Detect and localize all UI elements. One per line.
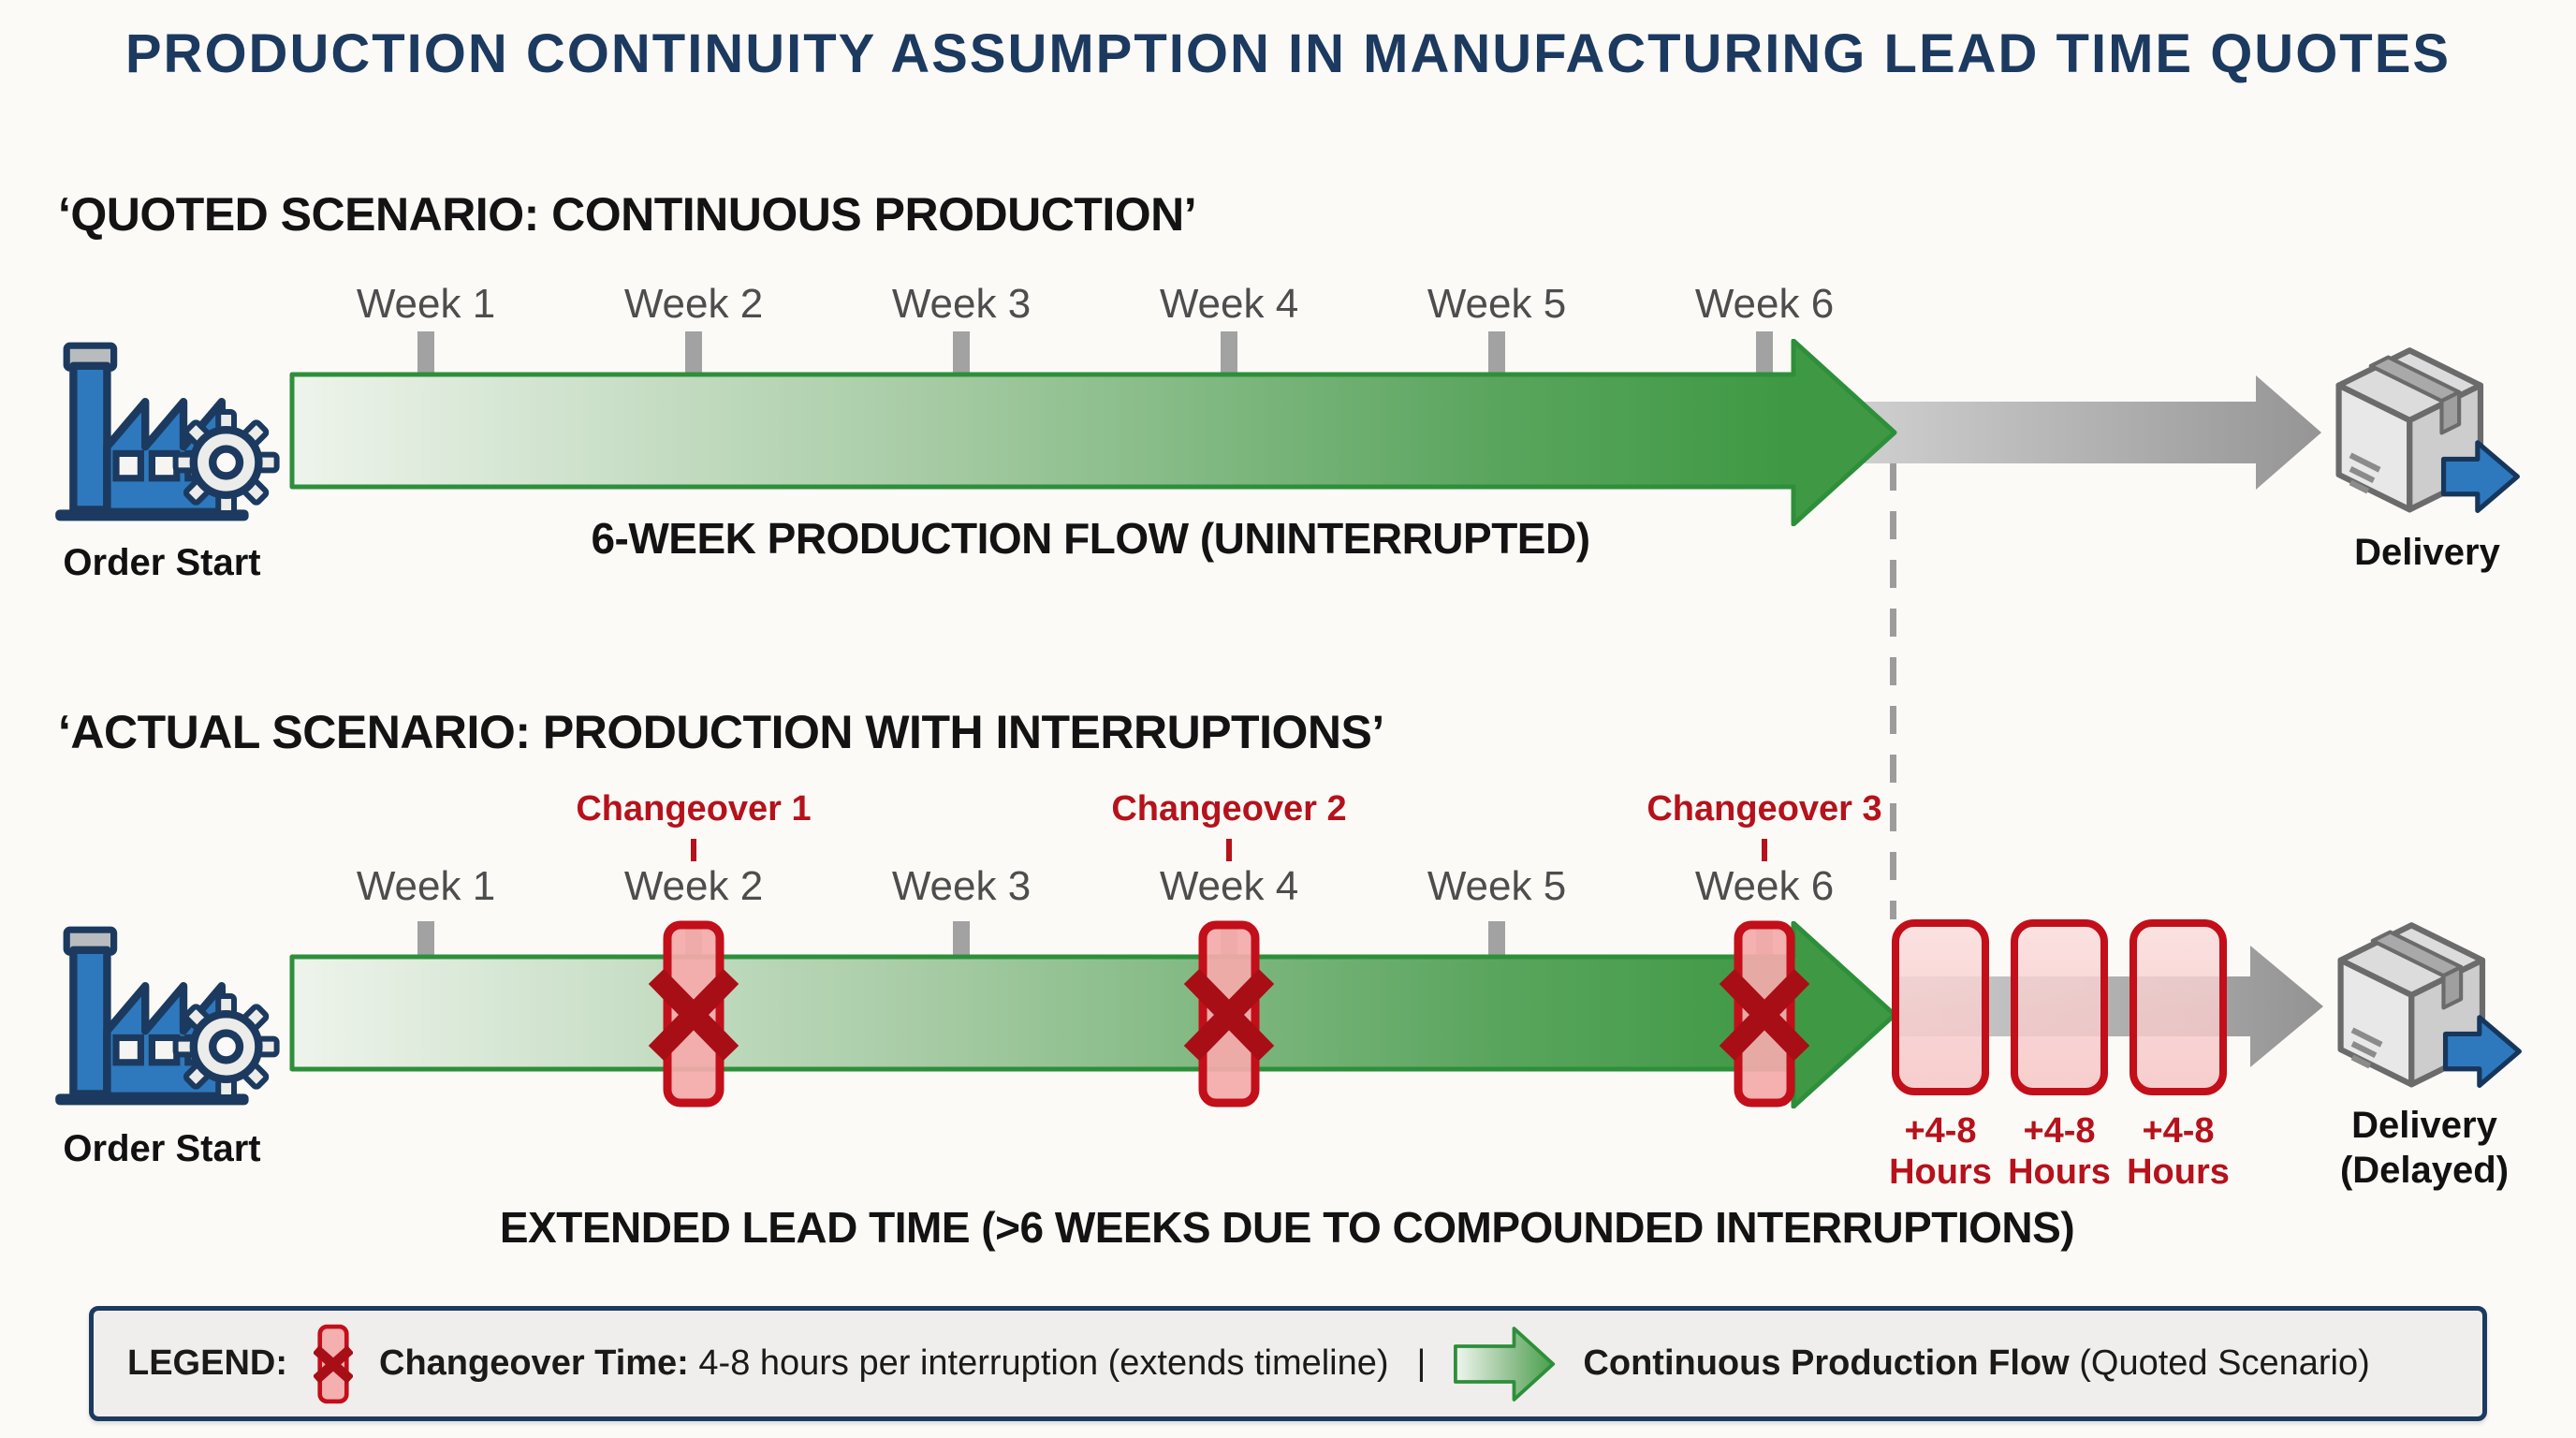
legend-changeover-entry: Changeover Time: 4-8 hours per interrupt… (379, 1343, 1389, 1384)
changeover-tick (691, 839, 696, 861)
week-tick (1488, 331, 1505, 374)
legend-changeover-desc: 4-8 hours per interruption (extends time… (688, 1343, 1389, 1383)
week-label: Week 6 (1694, 863, 1835, 909)
changeover-label: Changeover 2 (1111, 789, 1347, 829)
delivery-label: Delivery (2354, 532, 2500, 573)
week-label: Week 4 (1159, 863, 1299, 909)
delivery-delayed-line1: Delivery (2351, 1105, 2497, 1146)
week-tick (953, 331, 970, 374)
legend-label: LEGEND: (127, 1343, 287, 1383)
gray-delay-arrow-icon (1895, 946, 2323, 1067)
week-tick (1756, 331, 1773, 374)
delay-label: +4-8 Hours (2108, 1110, 2248, 1193)
delay-block (2011, 919, 2108, 1095)
package-delivery-icon (2335, 347, 2520, 513)
delay-label-line2: Hours (2008, 1152, 2111, 1192)
green-flow-arrow-icon (1454, 1326, 1556, 1401)
changeover-label: Changeover 3 (1647, 789, 1882, 829)
week-tick (1221, 331, 1237, 374)
green-flow-arrow-icon (289, 921, 1897, 1108)
delay-label-line1: +4-8 (1904, 1111, 1977, 1151)
actual-scenario-heading: ‘ACTUAL SCENARIO: PRODUCTION WITH INTERR… (58, 706, 1384, 758)
week-label: Week 1 (356, 863, 496, 909)
week-tick (417, 921, 434, 957)
week-tick (1488, 921, 1505, 957)
changeover-tick (1226, 839, 1232, 861)
legend-flow-term: Continuous Production Flow (1583, 1343, 2070, 1383)
delay-block (2130, 919, 2227, 1095)
changeover-x-marker-icon (1719, 920, 1810, 1108)
week-label: Week 3 (891, 281, 1032, 327)
delay-label-line2: Hours (1889, 1152, 1992, 1192)
delay-label: +4-8 Hours (1989, 1110, 2130, 1193)
gray-delay-arrow-icon (1837, 375, 2321, 490)
delay-label-line2: Hours (2127, 1152, 2230, 1192)
quoted-delivery-dashed-line (1890, 462, 1896, 919)
changeover-x-marker-icon (314, 1324, 353, 1403)
delay-label: +4-8 Hours (1870, 1110, 2011, 1193)
legend-changeover-term: Changeover Time: (379, 1343, 689, 1383)
factory-icon (55, 342, 280, 521)
week-label: Week 5 (1427, 863, 1567, 909)
right-arrow-icon (2442, 1015, 2522, 1088)
week-tick (685, 331, 702, 374)
changeover-tick (1762, 839, 1767, 861)
week-tick (417, 331, 434, 374)
week-label: Week 3 (891, 863, 1032, 909)
week-label: Week 5 (1427, 281, 1567, 327)
changeover-label: Changeover 1 (576, 789, 812, 829)
factory-icon (55, 926, 280, 1106)
week-label: Week 2 (623, 863, 764, 909)
week-label: Week 4 (1159, 281, 1299, 327)
actual-caption: EXTENDED LEAD TIME (>6 WEEKS DUE TO COMP… (499, 1203, 2075, 1252)
quoted-caption: 6-WEEK PRODUCTION FLOW (UNINTERRUPTED) (591, 514, 1590, 563)
delay-label-line1: +4-8 (2142, 1111, 2215, 1151)
legend-separator: | (1416, 1343, 1427, 1383)
right-arrow-icon (2440, 440, 2520, 513)
changeover-x-marker-icon (648, 920, 739, 1108)
order-start-label: Order Start (63, 1128, 261, 1169)
delivery-delayed-label: Delivery (Delayed) (2293, 1103, 2555, 1193)
delay-label-line1: +4-8 (2023, 1111, 2096, 1151)
delivery-delayed-line2: (Delayed) (2339, 1150, 2510, 1191)
week-label: Week 2 (623, 281, 764, 327)
legend: LEGEND: Changeover Time: 4-8 hours per i… (89, 1306, 2487, 1421)
week-tick (953, 921, 970, 957)
delay-block (1892, 919, 1989, 1095)
changeover-x-marker-icon (1183, 920, 1275, 1108)
quoted-scenario-heading: ‘QUOTED SCENARIO: CONTINUOUS PRODUCTION’ (58, 188, 1197, 241)
week-label: Week 6 (1694, 281, 1835, 327)
legend-flow-desc: (Quoted Scenario) (2069, 1343, 2370, 1383)
gear-icon (172, 409, 280, 516)
legend-flow-entry: Continuous Production Flow (Quoted Scena… (1583, 1343, 2369, 1384)
page-title: PRODUCTION CONTINUITY ASSUMPTION IN MANU… (124, 23, 2452, 84)
green-flow-arrow-icon (289, 339, 1897, 526)
gear-icon (172, 993, 280, 1100)
order-start-label: Order Start (63, 542, 261, 583)
week-label: Week 1 (356, 281, 496, 327)
package-delivery-icon (2337, 922, 2522, 1088)
